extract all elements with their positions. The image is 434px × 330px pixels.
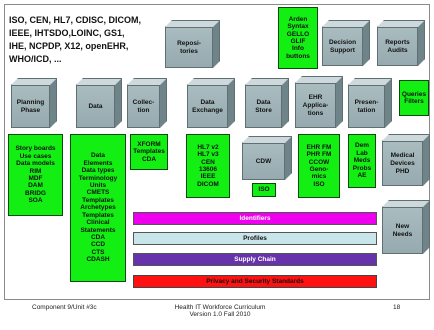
repositories-box: Reposi-tories	[165, 20, 220, 68]
profiles-bar: Profiles	[133, 232, 377, 245]
footer-curriculum-line1: Health IT Workforce Curriculum	[174, 304, 266, 311]
standards-line: ISO, CEN, HL7, CDISC, DICOM,	[9, 15, 142, 25]
identifiers-bar: Identifiers	[133, 212, 377, 225]
data-box: Data	[76, 78, 122, 128]
footer-curriculum: Health IT Workforce Curriculum Version 1…	[160, 304, 280, 318]
standards-line: IHE, NCPDP, X12, openEHR,	[9, 41, 129, 51]
standards-line: IEEE, IHTSDO,LOINC, GS1,	[9, 28, 125, 38]
collection-box: Collec-tion	[127, 78, 167, 128]
privacy-security-bar: Privacy and Security Standards	[133, 275, 377, 288]
cdw-box: CDW	[242, 136, 292, 180]
standards-list: ISO, CEN, HL7, CDISC, DICOM, IEEE, IHTSD…	[9, 14, 189, 66]
footer-component: Component 9/Unit #3c	[32, 304, 97, 311]
presentation-box: Presen-tation	[348, 78, 392, 128]
page-number: 18	[393, 304, 401, 311]
standards-line: WHO/ICD, ...	[9, 54, 62, 64]
iso-store-box: ISO	[252, 183, 276, 197]
footer-curriculum-line2: Version 1.0 Fall 2010	[189, 311, 251, 318]
supply-chain-bar: Supply Chain	[133, 253, 377, 266]
